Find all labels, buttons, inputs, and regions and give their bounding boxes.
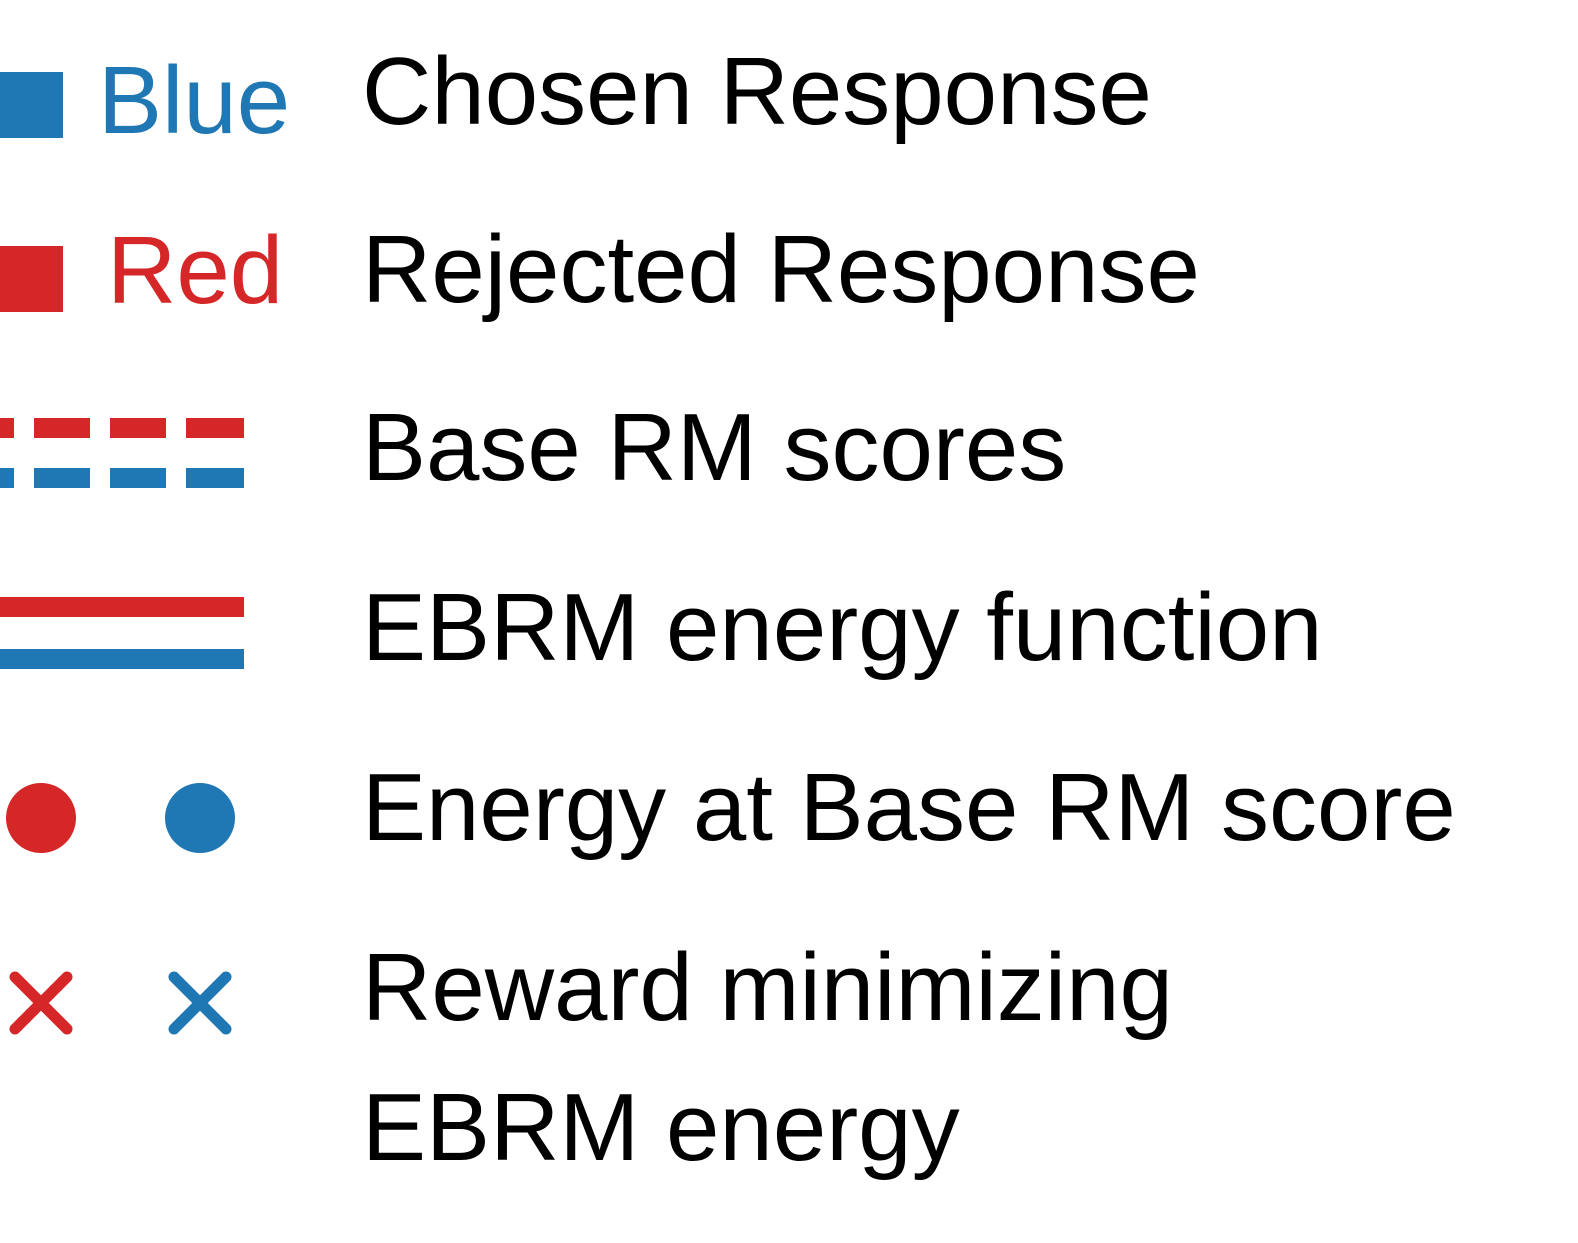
red-cross-icon <box>9 971 73 1035</box>
legend-label-base-rm-scores: Base RM scores <box>362 394 1067 501</box>
legend-label-ebrm-energy-function: EBRM energy function <box>362 574 1323 681</box>
red-solid-line <box>0 597 244 617</box>
solid-line-pair-icon <box>0 597 244 669</box>
red-square-icon <box>0 246 63 312</box>
legend-label-rejected: Rejected Response <box>362 216 1200 323</box>
legend-label-chosen: Chosen Response <box>362 38 1152 145</box>
legend-color-word-blue: Blue <box>98 47 291 154</box>
legend-label-energy-at-base-rm: Energy at Base RM score <box>362 754 1456 861</box>
blue-square-icon <box>0 72 63 138</box>
dashed-line-pair-icon <box>0 418 244 488</box>
blue-dashed-line <box>0 468 244 488</box>
legend-item-energy-at-base-rm: Energy at Base RM score <box>0 710 1578 890</box>
legend-item-ebrm-energy-function: EBRM energy function <box>0 530 1578 710</box>
legend-label-reward-minimizing-line1: Reward minimizing <box>362 934 1173 1041</box>
cross-pair-icon <box>9 971 232 1035</box>
circle-pair-icon <box>6 783 235 853</box>
red-circle-icon <box>6 783 76 853</box>
legend-item-reward-minimizing: Reward minimizing EBRM energy <box>0 890 1578 1243</box>
legend-color-word-red: Red <box>107 217 284 324</box>
legend-item-rejected: Red Rejected Response <box>0 170 1578 350</box>
blue-cross-icon <box>168 971 232 1035</box>
red-dashed-line <box>0 418 244 438</box>
blue-solid-line <box>0 649 244 669</box>
legend-item-base-rm-scores: Base RM scores <box>0 350 1578 530</box>
legend-label-reward-minimizing-line2: EBRM energy <box>362 1074 960 1181</box>
blue-circle-icon <box>165 783 235 853</box>
legend-item-chosen: Blue Chosen Response <box>0 0 1578 170</box>
